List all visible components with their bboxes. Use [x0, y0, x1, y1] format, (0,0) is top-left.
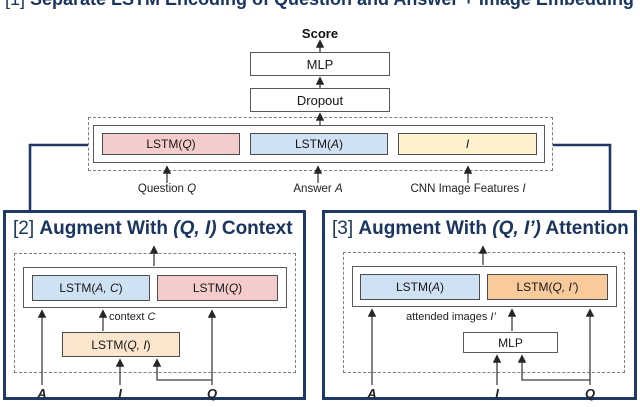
panel2-input-a-label: A	[37, 386, 47, 401]
panel3-lstm-a-label: LSTM(	[395, 280, 432, 294]
lstm-qi-label: LSTM(	[91, 337, 128, 352]
lstm-ac-label: LSTM(	[59, 281, 96, 295]
lstm-a-label: LSTM(	[294, 137, 331, 151]
image-embedding-label: I	[465, 137, 470, 151]
mlp-box-label: MLP	[306, 56, 334, 72]
panel1-title: [1] Separate LSTM Encoding of Question a…	[5, 0, 634, 10]
panel3-mlp-label: MLP	[498, 335, 523, 350]
panel2-title: [2] Augment With (Q, I) Context	[13, 218, 293, 239]
mlp-box: MLP	[250, 52, 390, 76]
connector-panel1-to-panel2	[28, 143, 88, 210]
panel1-title-index: [1]	[5, 0, 30, 9]
panel3-input-i-label: I	[495, 386, 499, 401]
cnn-features-input-label: CNN Image Features I	[410, 183, 526, 195]
panel2-lstm-q-label: LSTM(	[192, 281, 229, 295]
panel3-input-q-label: Q	[584, 386, 596, 401]
panel2-input-i-label: I	[118, 386, 122, 401]
dropout-box: Dropout	[250, 88, 390, 112]
attended-images-label: attended images I’	[406, 311, 496, 323]
context-label: context C	[109, 311, 156, 323]
lstm-a-box: LSTM(A)	[250, 133, 388, 155]
score-label: Score	[301, 26, 339, 41]
lstm-q-box: LSTM(Q)	[102, 133, 240, 155]
panel2-input-q-label: Q	[206, 386, 218, 401]
panel3-title: [3] Augment With (Q, I’) Attention	[332, 218, 629, 239]
lstm-q-var: Q	[182, 137, 192, 151]
panel3-lstm-a-box: LSTM(A)	[360, 274, 480, 300]
connector-panel1-to-panel3	[553, 143, 612, 210]
panel3-title-index: [3]	[332, 218, 359, 239]
panel3-mlp-box: MLP	[463, 332, 558, 353]
panel2-title-index: [2]	[13, 218, 40, 239]
question-input-label: Question Q	[137, 183, 197, 195]
lstm-ac-box: LSTM(A, C)	[32, 275, 150, 301]
dropout-box-label: Dropout	[296, 92, 344, 108]
panel2-lstm-q-box: LSTM(Q)	[157, 275, 278, 301]
panel1-title-text: Separate LSTM Encoding of Question and A…	[30, 0, 634, 9]
answer-input-label: Answer A	[293, 183, 343, 195]
lstm-a-var: A	[330, 137, 339, 151]
lstm-qi-prime-label: LSTM(	[516, 280, 553, 294]
lstm-qi-box: LSTM(Q, I)	[62, 332, 180, 357]
panel3-input-a-label: A	[367, 386, 377, 401]
lstm-qi-prime-box: LSTM(Q, I’)	[487, 274, 608, 300]
image-embedding-box: I	[398, 133, 537, 155]
lstm-q-label: LSTM(	[146, 137, 183, 151]
